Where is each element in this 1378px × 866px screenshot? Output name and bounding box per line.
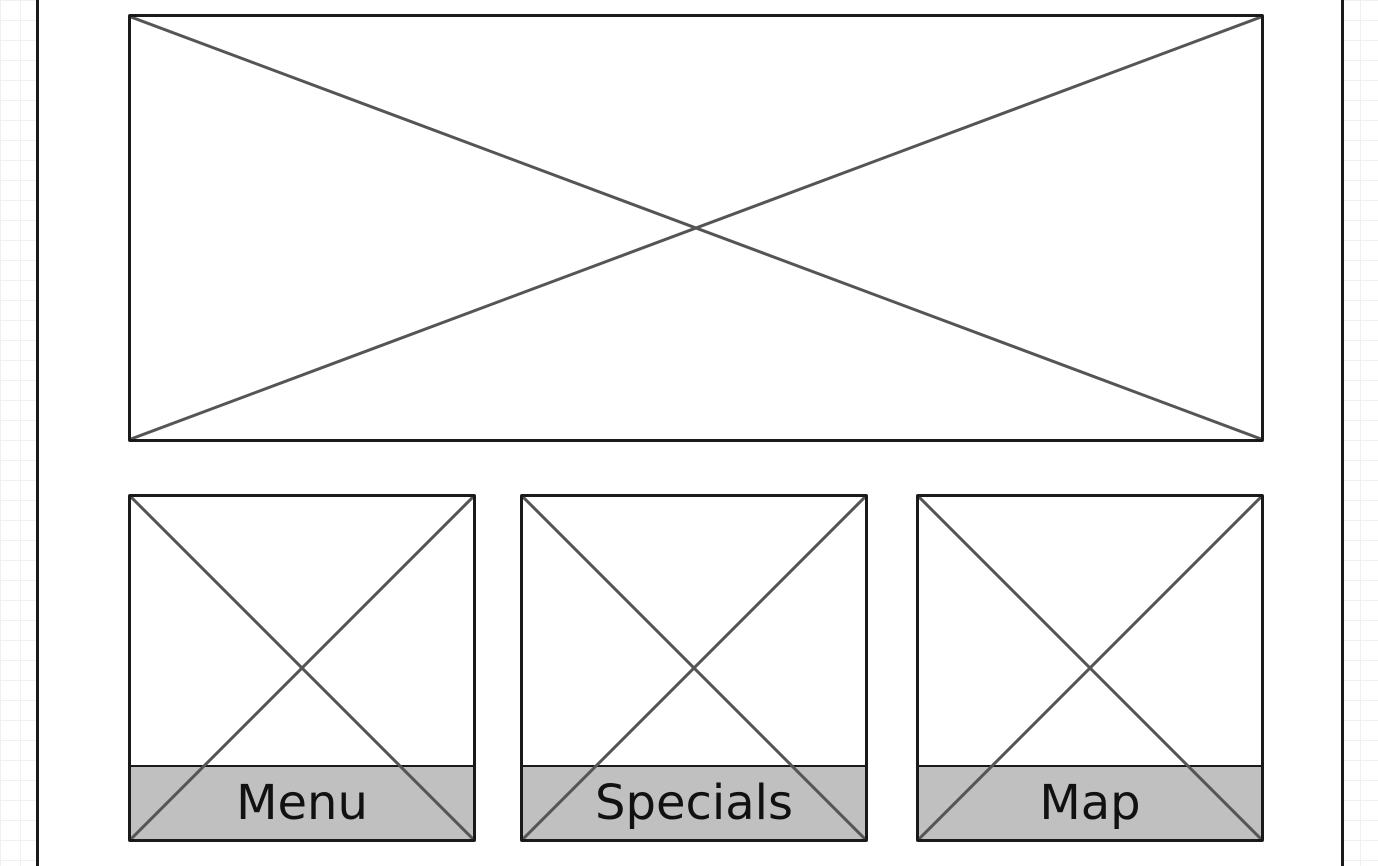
map-card[interactable]: Map xyxy=(916,494,1264,842)
menu-button[interactable]: Menu xyxy=(131,765,473,839)
menu-card[interactable]: Menu xyxy=(128,494,476,842)
hero-image-placeholder xyxy=(128,14,1264,442)
map-button[interactable]: Map xyxy=(919,765,1261,839)
image-placeholder-icon xyxy=(131,17,1261,439)
specials-card[interactable]: Specials xyxy=(520,494,868,842)
specials-button[interactable]: Specials xyxy=(523,765,865,839)
